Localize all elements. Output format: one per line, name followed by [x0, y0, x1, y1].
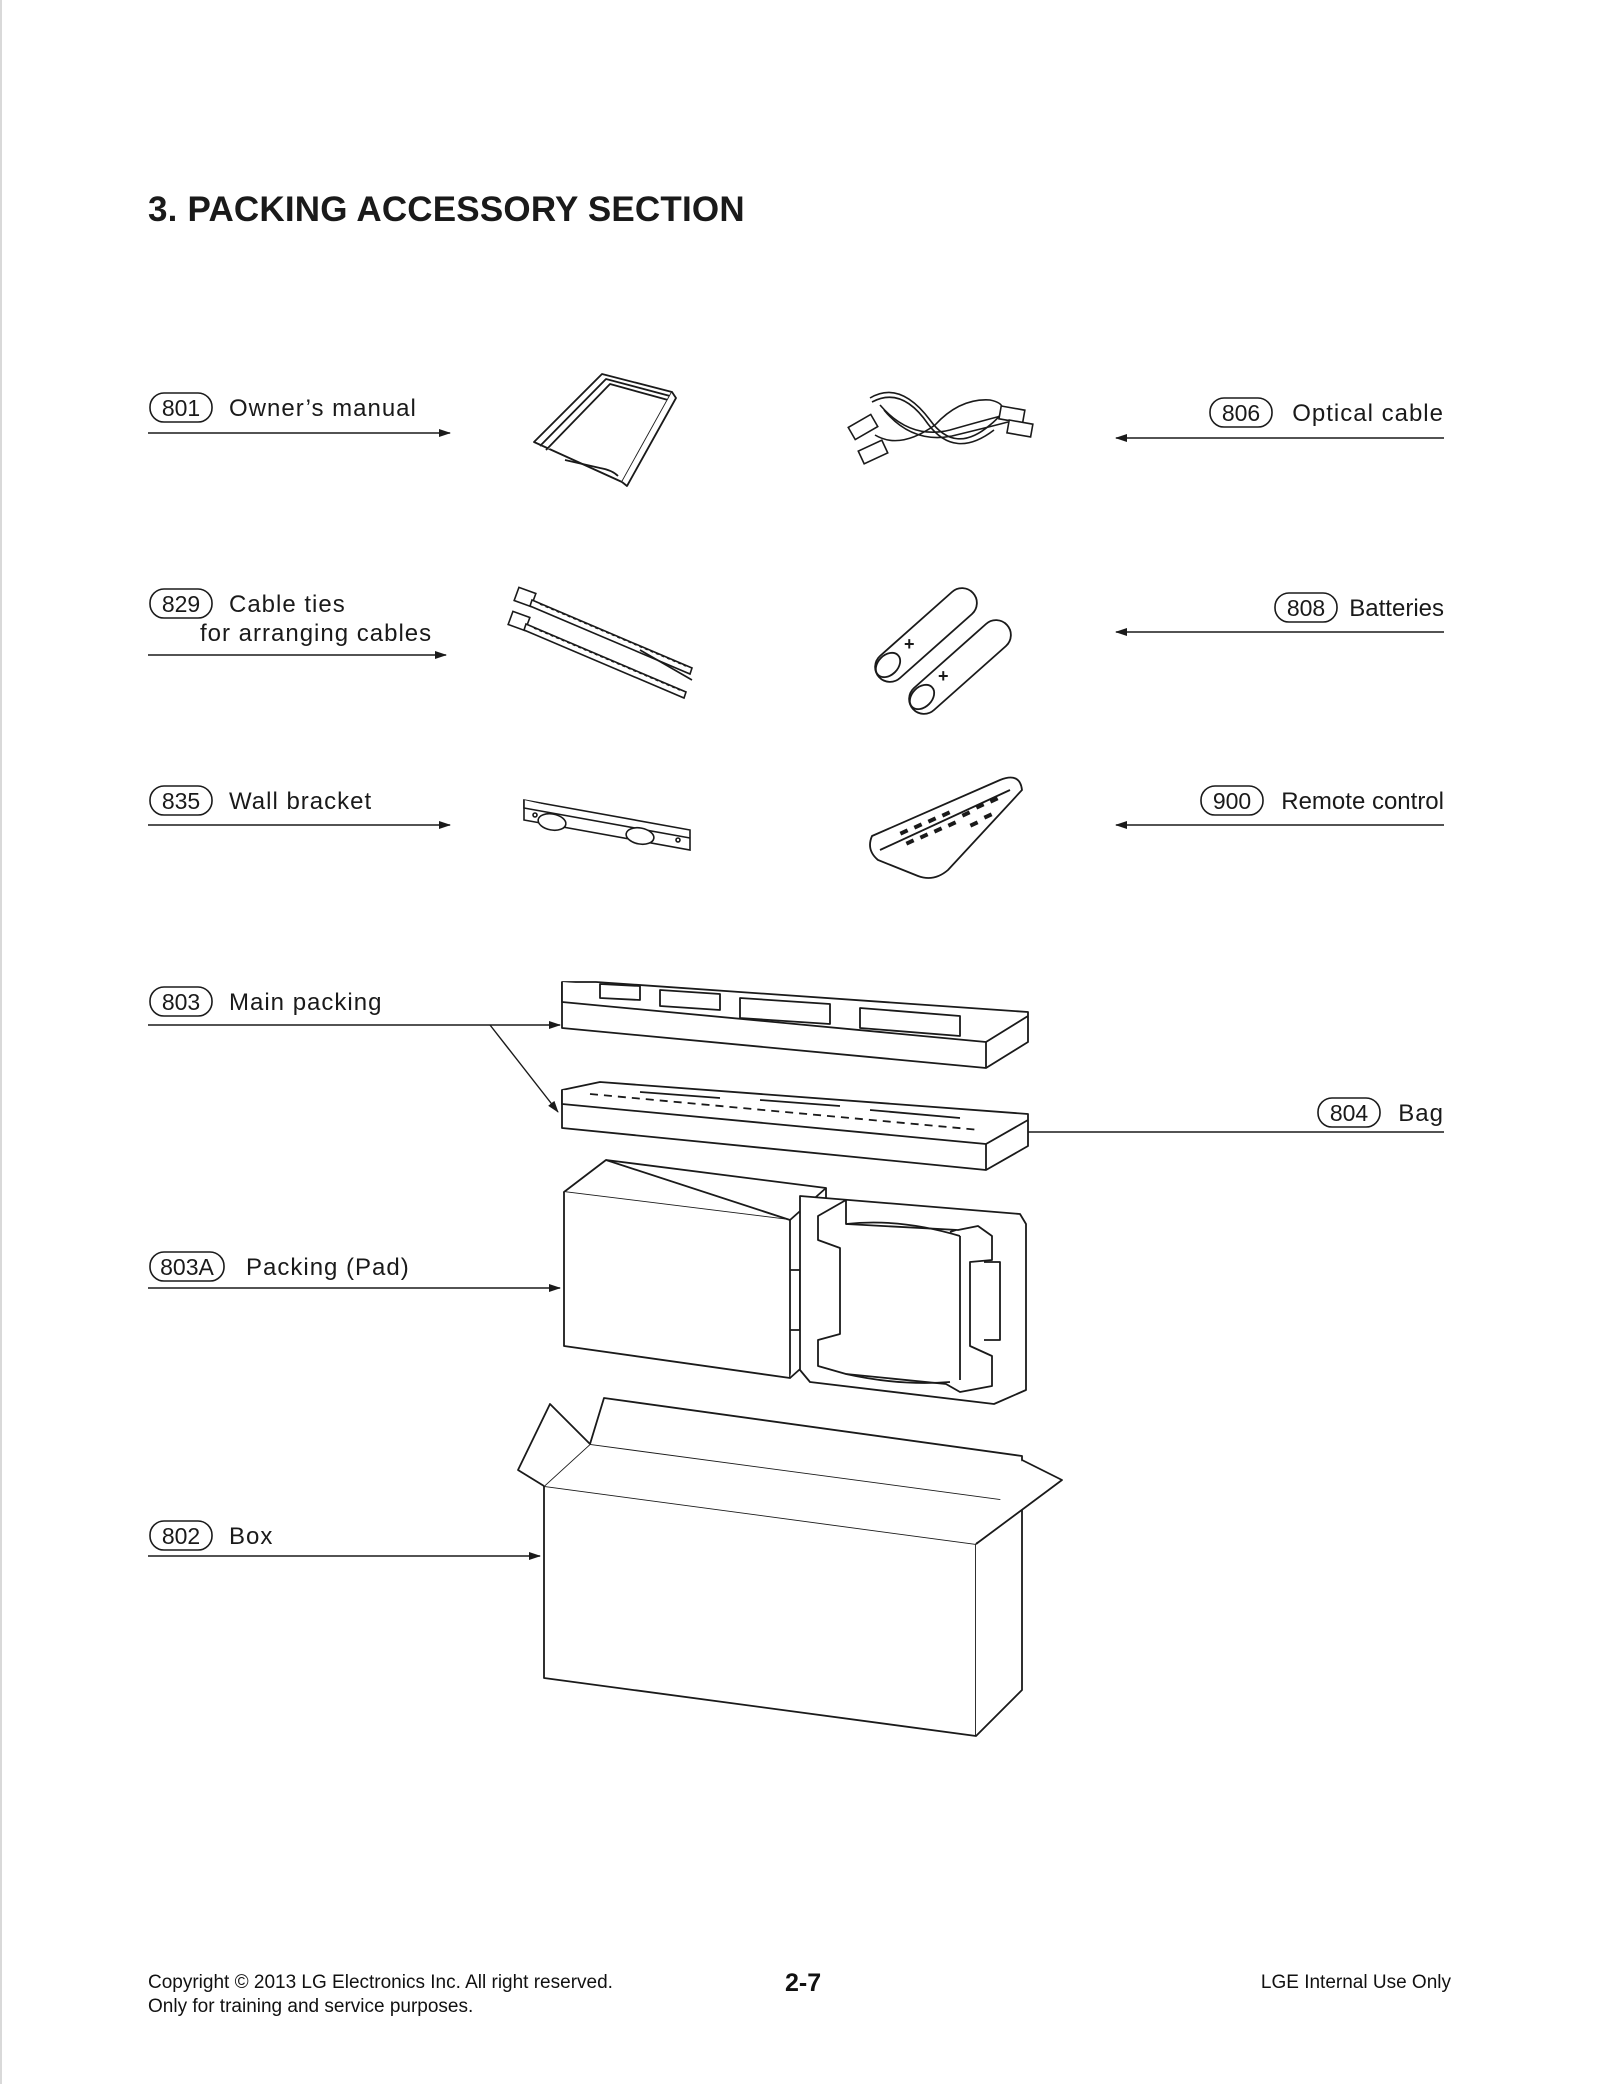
callout-804-label: Bag	[1398, 1100, 1444, 1127]
callout-829-label: Cable ties	[229, 591, 346, 618]
callout-835: 835 Wall bracket	[148, 785, 451, 829]
main-packing-bottom-illustration	[561, 1081, 1029, 1171]
callout-804: 804 Bag	[1005, 1097, 1444, 1136]
callout-808-number: 808	[1287, 595, 1325, 621]
callout-806-number: 806	[1222, 400, 1260, 426]
footer-page-number: 2-7	[785, 1969, 822, 1997]
callout-803a-number: 803A	[160, 1254, 214, 1280]
callout-835-label: Wall bracket	[229, 788, 372, 815]
box-illustration	[517, 1397, 1063, 1737]
callout-900-label: Remote control	[1281, 788, 1444, 815]
optical-cable-illustration	[847, 391, 1034, 465]
packing-pad-left-illustration	[563, 1159, 827, 1379]
svg-text:+: +	[938, 666, 949, 686]
callout-803: 803 Main packing	[148, 986, 561, 1113]
callout-835-number: 835	[162, 788, 200, 814]
callout-802: 802 Box	[148, 1520, 541, 1560]
callout-829-label-line2: for arranging cables	[200, 620, 432, 647]
callout-804-number: 804	[1330, 1100, 1369, 1126]
footer-copyright: Copyright © 2013 LG Electronics Inc. All…	[148, 1972, 613, 1993]
footer-purpose: Only for training and service purposes.	[148, 1996, 474, 2017]
svg-text:+: +	[904, 634, 915, 654]
main-packing-top-illustration	[561, 981, 1029, 1069]
callout-801-number: 801	[162, 395, 200, 421]
callout-802-label: Box	[229, 1523, 273, 1550]
callout-806-label: Optical cable	[1292, 400, 1444, 427]
remote-control-illustration	[869, 776, 1023, 879]
packing-pad-right-illustration	[799, 1195, 1027, 1405]
callout-808: 808 Batteries	[1115, 592, 1444, 636]
page-title: 3. PACKING ACCESSORY SECTION	[148, 190, 745, 229]
batteries-illustration: + +	[874, 587, 1012, 715]
callout-829: 829 Cable ties for arranging cables	[148, 588, 447, 659]
callout-803a-label: Packing (Pad)	[246, 1254, 410, 1281]
callout-806: 806 Optical cable	[1115, 397, 1444, 442]
owners-manual-illustration	[533, 373, 677, 487]
callout-808-label: Batteries	[1349, 595, 1444, 622]
cable-ties-illustration	[507, 586, 693, 700]
callout-803a: 803A Packing (Pad)	[148, 1251, 561, 1292]
callout-802-number: 802	[162, 1523, 200, 1549]
callout-801-label: Owner’s manual	[229, 395, 417, 422]
wall-bracket-illustration	[523, 799, 691, 851]
callout-900-number: 900	[1213, 788, 1251, 814]
footer-internal-use: LGE Internal Use Only	[1260, 1972, 1451, 1993]
callout-803-label: Main packing	[229, 989, 382, 1016]
callout-801: 801 Owner’s manual	[148, 392, 451, 437]
callout-900: 900 Remote control	[1115, 785, 1444, 829]
callout-829-number: 829	[162, 591, 200, 617]
callout-803-number: 803	[162, 989, 200, 1015]
